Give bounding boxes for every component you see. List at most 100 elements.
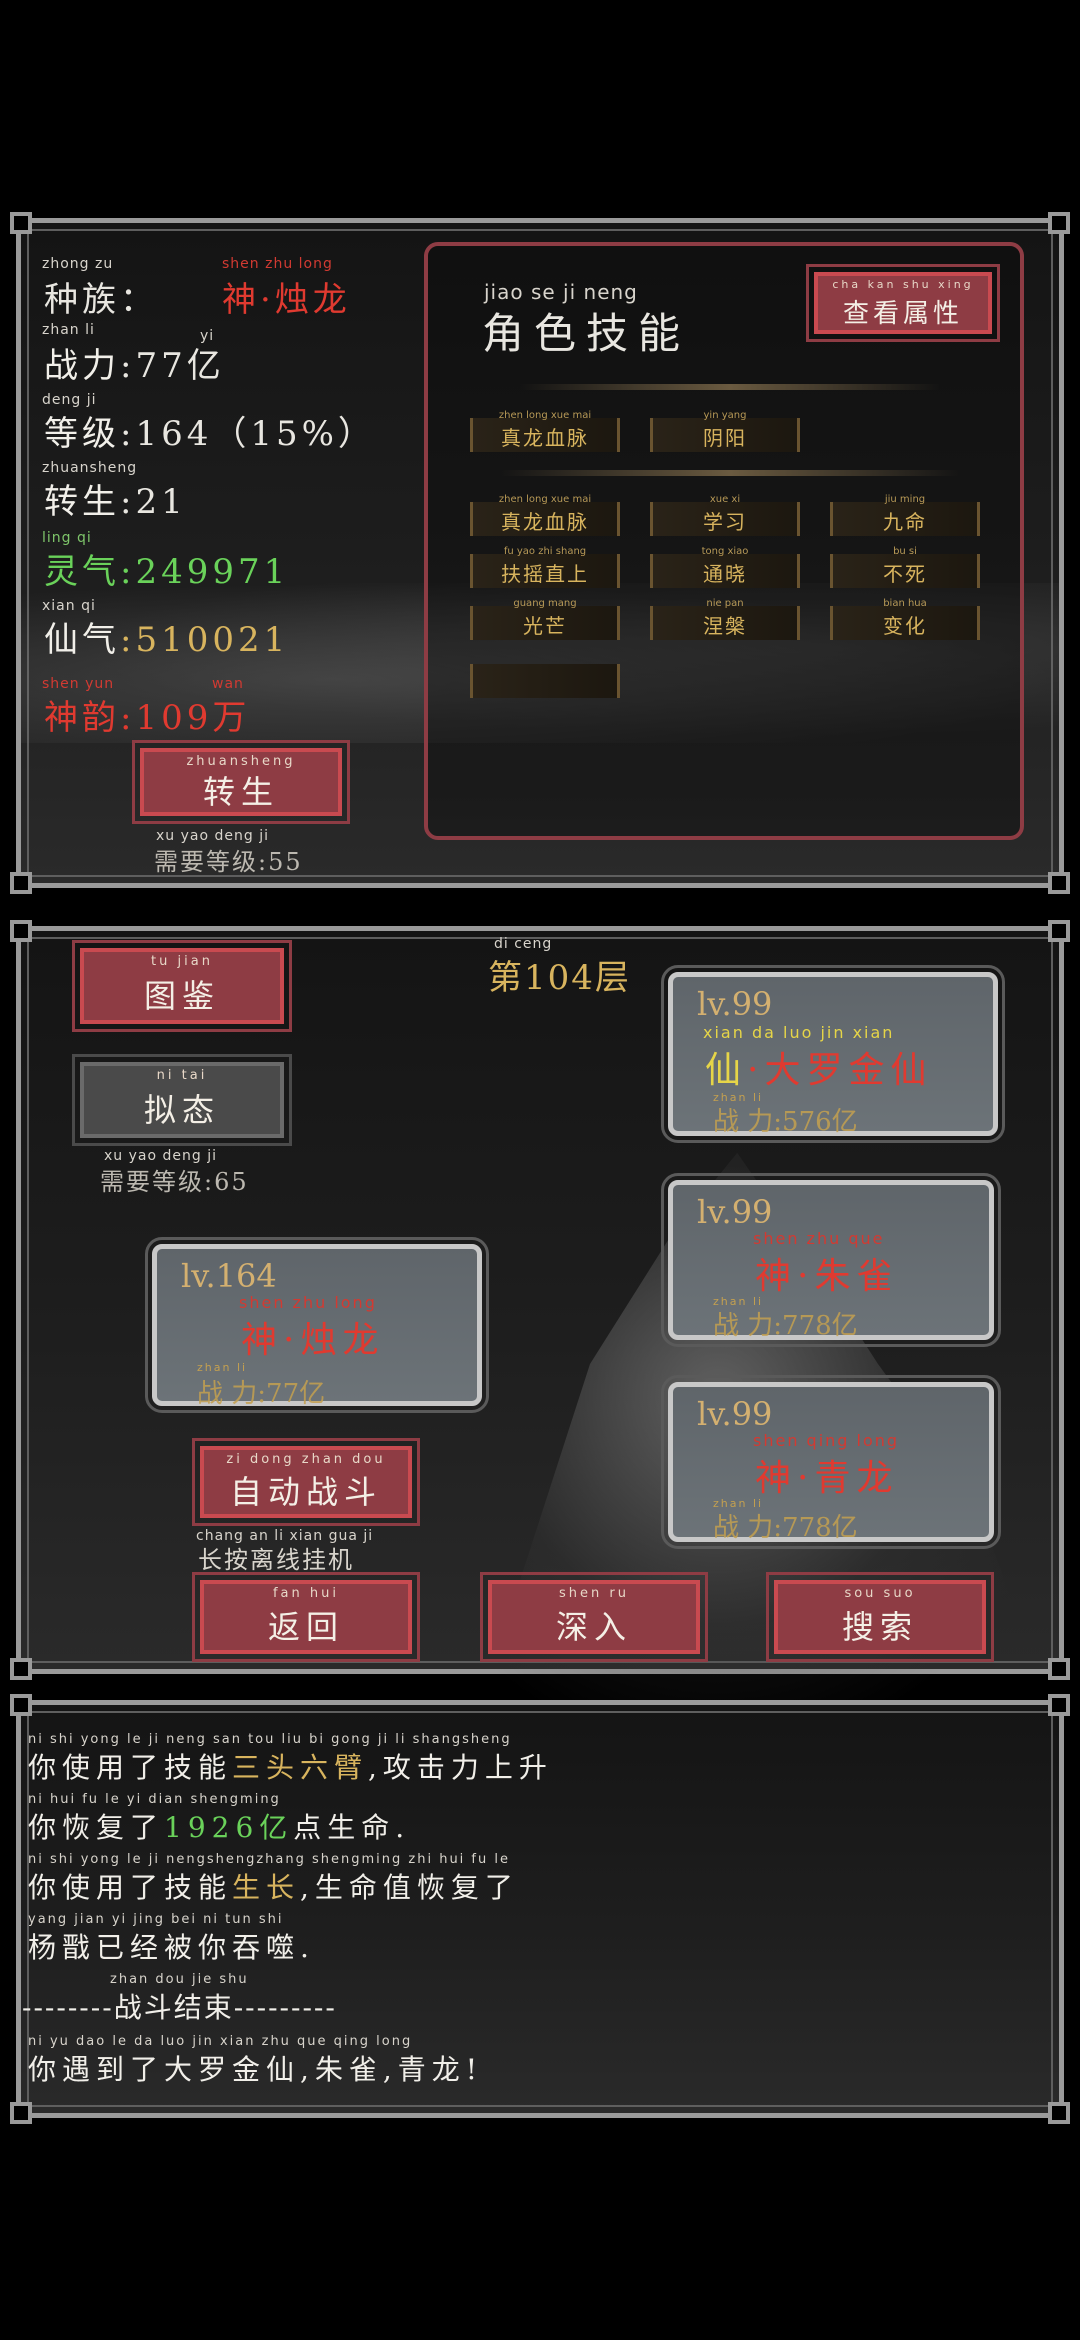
- player-name: 神·烛龙: [241, 1320, 385, 1361]
- corner-ornament: [10, 1694, 32, 1716]
- power-stat: 战力:77亿: [44, 346, 225, 386]
- level-pinyin: deng ji: [42, 392, 97, 408]
- enemy-name: 仙·大罗金仙: [705, 1050, 933, 1091]
- combat-log-panel: [16, 1700, 1064, 2118]
- search-button-label: 搜索: [841, 1608, 918, 1646]
- player-level: lv.164: [181, 1257, 277, 1295]
- log-separator: --------战斗结束---------: [22, 1991, 337, 2024]
- skills-box: [424, 242, 1024, 840]
- race-label: 种族：: [44, 280, 158, 320]
- atlas-button-label: 图鉴: [143, 977, 220, 1015]
- enemy-power-pinyin: zhan li: [713, 1091, 764, 1104]
- level-stat: 等级:164（15%）: [44, 414, 376, 454]
- enemy-power: 战 力:778亿: [713, 1311, 858, 1341]
- power-pinyin: zhan li: [42, 322, 95, 338]
- enemy-power: 战 力:576亿: [713, 1107, 858, 1137]
- auto-battle-label: 自动战斗: [229, 1473, 382, 1511]
- log-line: 你使用了技能三头六臂,攻击力上升: [28, 1751, 553, 1784]
- enemy-card[interactable]: lv.99 shen qing long 神·青龙 zhan li 战 力:77…: [661, 1375, 1001, 1549]
- player-power-pinyin: zhan li: [197, 1361, 248, 1374]
- corner-ornament: [1048, 2102, 1070, 2124]
- enemy-card[interactable]: lv.99 xian da luo jin xian 仙·大罗金仙 zhan l…: [661, 965, 1005, 1143]
- enemy-level: lv.99: [697, 1193, 773, 1231]
- log-line: 你遇到了大罗金仙,朱雀,青龙!: [28, 2053, 484, 2086]
- enemy-power-pinyin: zhan li: [713, 1497, 764, 1510]
- corner-ornament: [1048, 920, 1070, 942]
- mimic-requirement: 需要等级:65: [100, 1168, 249, 1196]
- spirit-stat: 灵气:249971: [44, 552, 290, 592]
- corner-ornament: [1048, 872, 1070, 894]
- corner-ornament: [1048, 1658, 1070, 1680]
- log-line-pinyin: ni yu dao le da luo jin xian zhu que qin…: [28, 2034, 413, 2049]
- mimic-req-pinyin: xu yao deng ji: [104, 1148, 217, 1164]
- corner-ornament: [10, 2102, 32, 2124]
- floor-pinyin: di ceng: [494, 936, 553, 952]
- view-attributes-label: 查看属性: [842, 298, 963, 329]
- enemy-name: 神·朱雀: [755, 1256, 899, 1297]
- divine-stat: 神韵:109万: [44, 698, 251, 738]
- corner-ornament: [10, 1658, 32, 1680]
- log-line: 杨戬已经被你吞噬.: [28, 1931, 315, 1964]
- corner-ornament: [1048, 212, 1070, 234]
- enemy-power-pinyin: zhan li: [713, 1295, 764, 1308]
- back-button-label: 返回: [267, 1608, 344, 1646]
- divider: [520, 384, 940, 390]
- immortal-pinyin: xian qi: [42, 598, 96, 614]
- rebirth-req-pinyin: xu yao deng ji: [156, 828, 269, 844]
- corner-ornament: [10, 872, 32, 894]
- mimic-button-label: 拟态: [143, 1091, 220, 1129]
- mimic-button[interactable]: ni tai 拟态: [72, 1054, 292, 1146]
- atlas-button-pinyin: tu jian: [151, 954, 213, 969]
- corner-ornament: [10, 212, 32, 234]
- log-line-pinyin: ni shi yong le ji nengshengzhang shengmi…: [28, 1852, 510, 1867]
- back-button-pinyin: fan hui: [272, 1586, 339, 1601]
- enemy-name: 神·青龙: [755, 1458, 899, 1499]
- divider: [500, 470, 960, 476]
- view-attributes-button[interactable]: cha kan shu xing 查看属性: [806, 264, 1000, 342]
- rebirth-pinyin: zhuansheng: [42, 460, 138, 476]
- enemy-name-pinyin: shen zhu que: [753, 1229, 885, 1248]
- back-button[interactable]: fan hui 返回: [192, 1572, 420, 1662]
- rebirth-button-label: 转生: [202, 773, 279, 811]
- atlas-button[interactable]: tu jian 图鉴: [72, 940, 292, 1032]
- log-line-pinyin: ni shi yong le ji neng san tou liu bi go…: [28, 1732, 512, 1747]
- go-deeper-button[interactable]: shen ru 深入: [480, 1572, 708, 1662]
- enemy-name-pinyin: xian da luo jin xian: [703, 1023, 895, 1042]
- player-power: 战 力:77亿: [197, 1379, 326, 1409]
- offline-hint-pinyin: chang an li xian gua ji: [196, 1528, 374, 1544]
- divine-unit-pinyin: wan: [212, 676, 244, 692]
- auto-battle-pinyin: zi dong zhan dou: [226, 1452, 386, 1467]
- rebirth-button[interactable]: zhuansheng 转生: [132, 740, 350, 824]
- spirit-pinyin: ling qi: [42, 530, 92, 546]
- enemy-level: lv.99: [697, 1395, 773, 1433]
- player-card[interactable]: lv.164 shen zhu long 神·烛龙 zhan li 战 力:77…: [145, 1237, 489, 1413]
- corner-ornament: [10, 920, 32, 942]
- floor-indicator: 第104层: [488, 958, 631, 998]
- view-attributes-pinyin: cha kan shu xing: [832, 278, 974, 291]
- skill-slot-empty[interactable]: [470, 664, 620, 698]
- go-deeper-pinyin: shen ru: [559, 1586, 629, 1601]
- enemy-card[interactable]: lv.99 shen zhu que 神·朱雀 zhan li 战 力:778亿: [661, 1173, 1001, 1347]
- enemy-name-pinyin: shen qing long: [753, 1431, 900, 1450]
- search-button[interactable]: sou suo 搜索: [766, 1572, 994, 1662]
- mimic-button-pinyin: ni tai: [156, 1068, 208, 1083]
- rebirth-button-pinyin: zhuansheng: [186, 754, 296, 769]
- immortal-stat: 仙气:510021: [44, 620, 290, 660]
- go-deeper-label: 深入: [555, 1608, 632, 1646]
- enemy-level: lv.99: [697, 985, 773, 1023]
- auto-battle-button[interactable]: zi dong zhan dou 自动战斗: [192, 1438, 420, 1526]
- offline-hint: 长按离线挂机: [198, 1546, 354, 1574]
- rebirth-stat: 转生:21: [44, 482, 187, 522]
- log-line: 你使用了技能生长,生命值恢复了: [28, 1871, 519, 1904]
